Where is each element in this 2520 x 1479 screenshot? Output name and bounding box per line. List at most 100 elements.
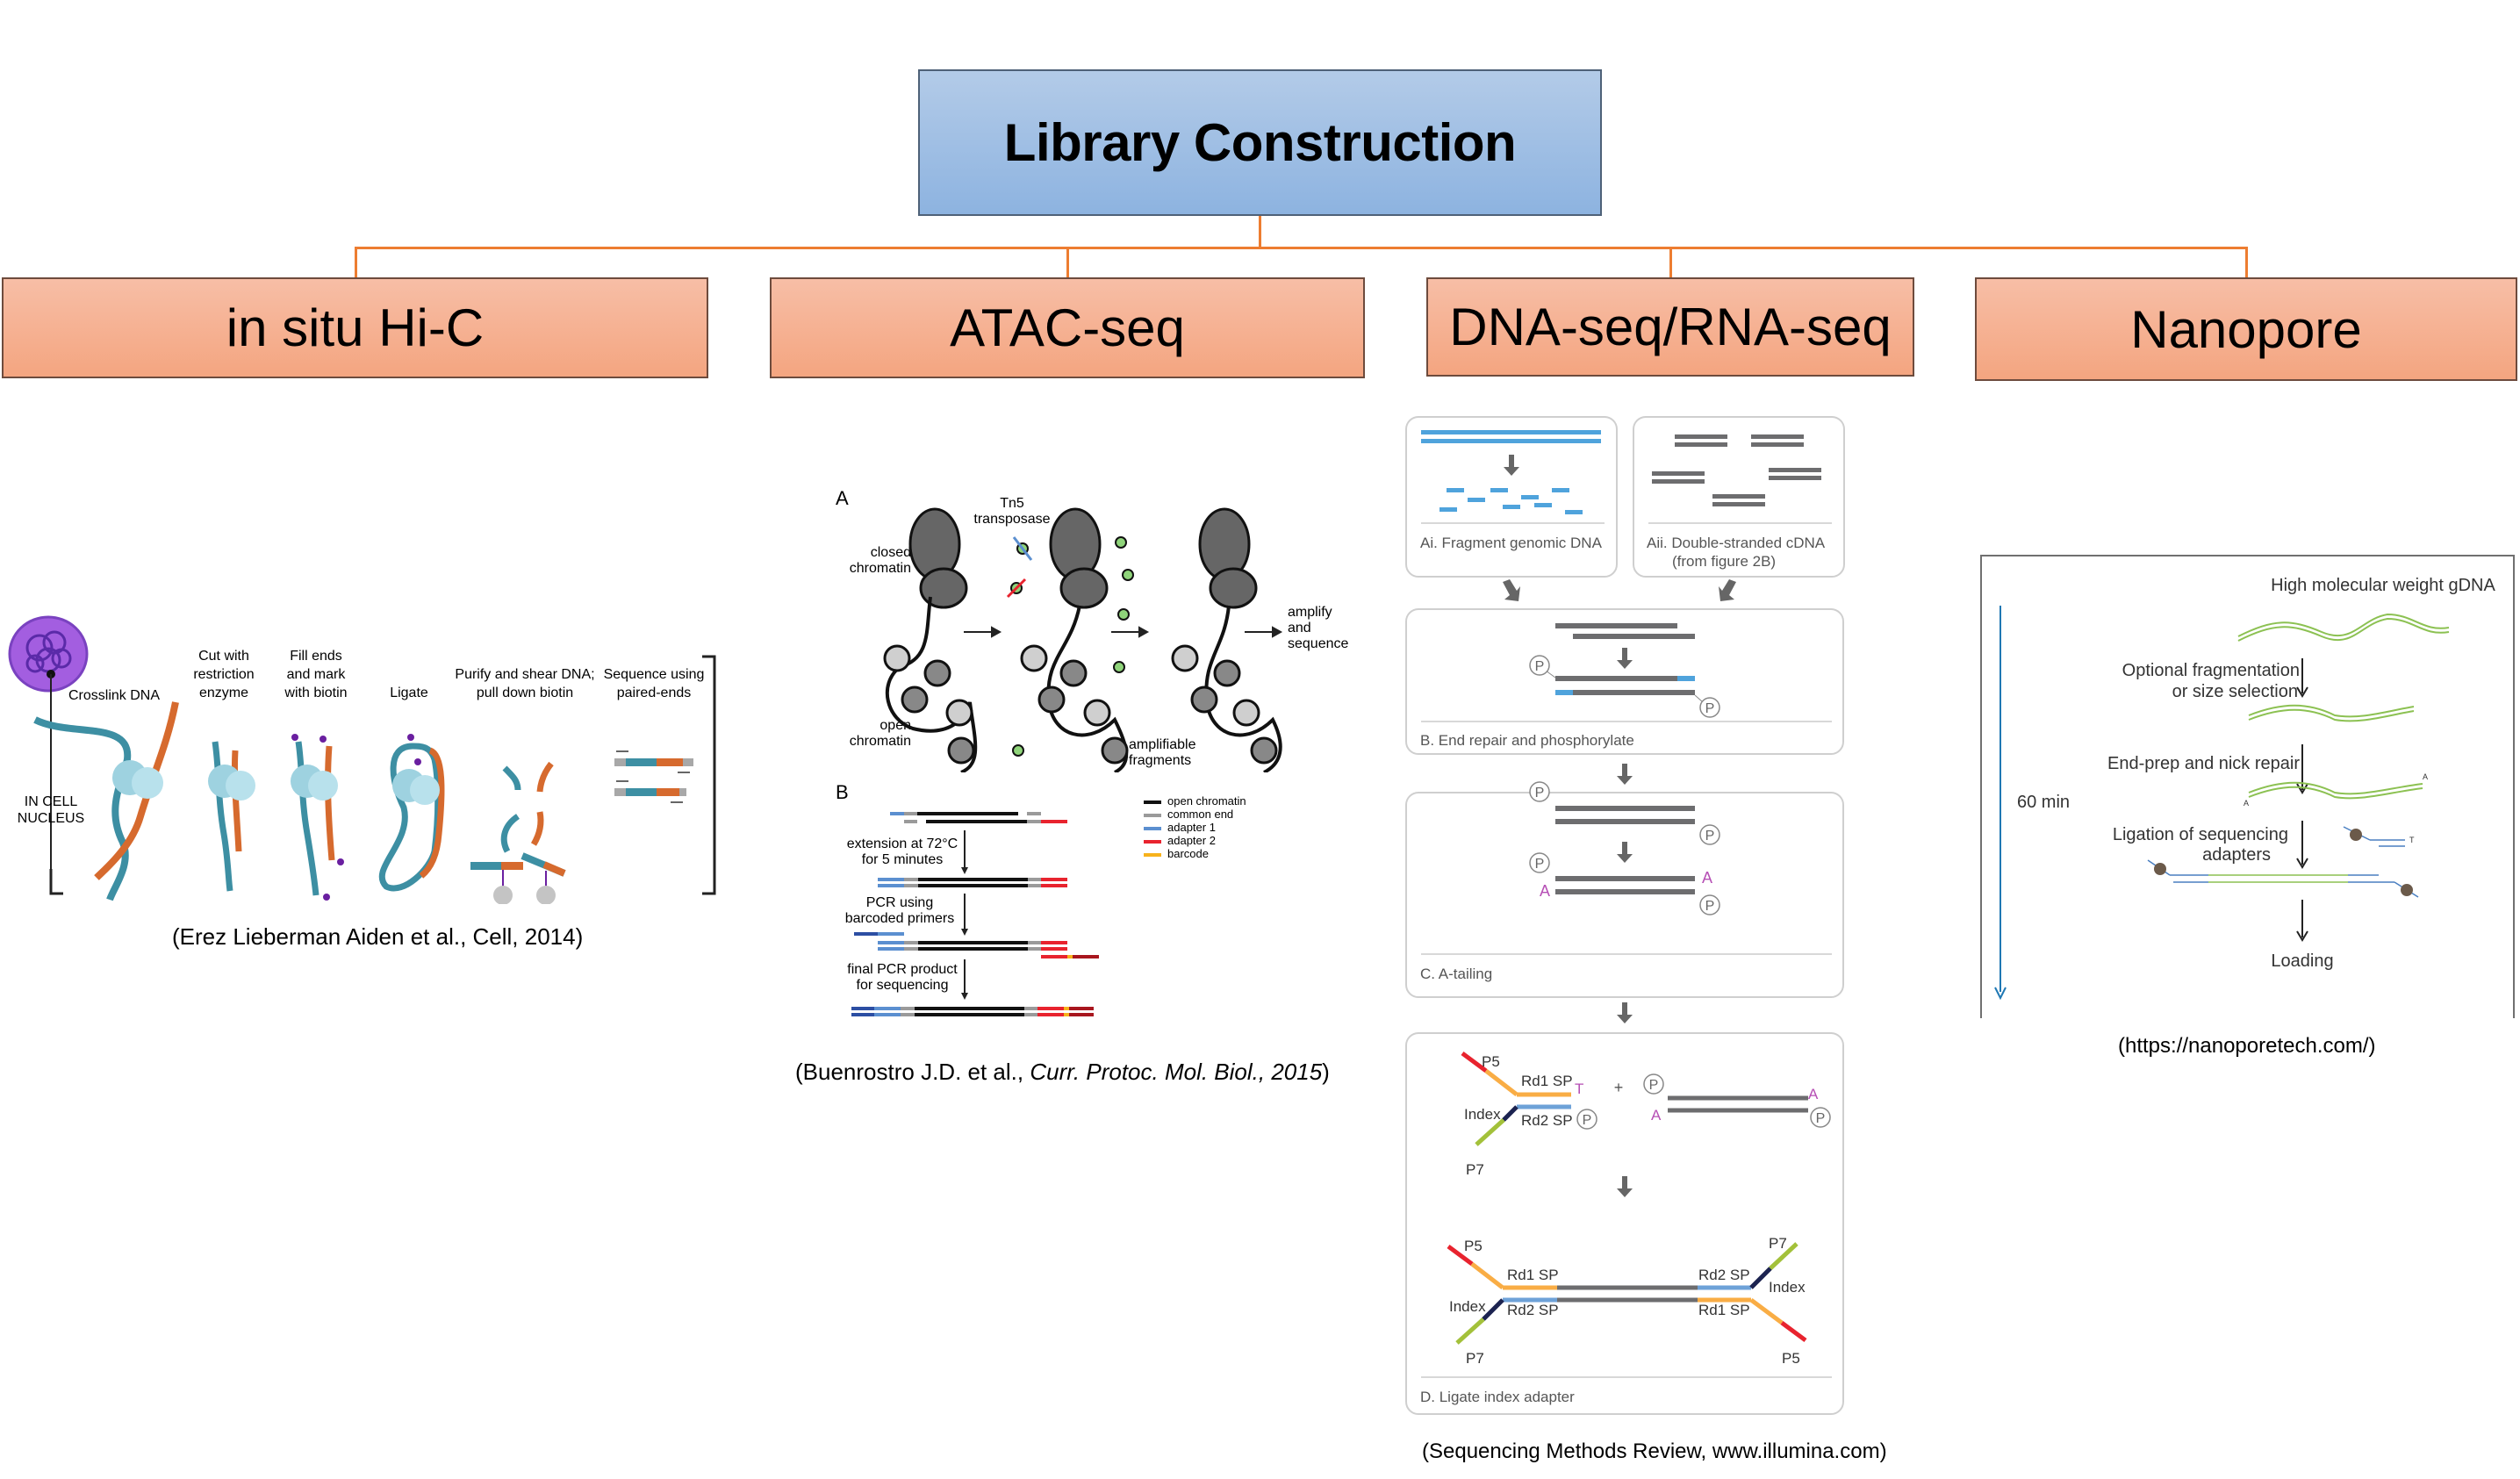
a-overhang-label: A	[2244, 799, 2249, 808]
a-tailing-icon: P P P P A A	[1529, 781, 1720, 915]
phosphate-icon: P	[1705, 701, 1715, 716]
phosphate-icon: P	[1649, 1078, 1659, 1093]
hic-step-label: Purify and shear DNA;	[455, 667, 594, 682]
step-label: adapters	[2202, 845, 2271, 865]
dna-fragment	[890, 812, 1067, 823]
legend-label: adapter 2	[1167, 834, 1216, 847]
p5-label: P5	[1782, 1350, 1800, 1367]
connector-trunk	[1259, 216, 1261, 248]
down-arrow-icon	[961, 894, 968, 936]
category-nanopore: Nanopore	[1975, 277, 2517, 381]
panel-caption: B. End repair and phosphorylate	[1420, 732, 1634, 749]
connector-dnaseq	[1669, 247, 1672, 278]
tn5-transposase-icon	[1006, 536, 1134, 757]
panel-caption: C. A-tailing	[1420, 966, 1492, 982]
phosphate-icon: P	[1816, 1111, 1826, 1126]
p7-label: P7	[1769, 1235, 1787, 1252]
dna-fragment	[851, 1007, 1094, 1016]
down-arrow-icon	[1617, 1002, 1633, 1023]
a-tail-label: A	[1808, 1086, 1819, 1102]
cut-enzyme-icon	[208, 741, 255, 892]
category-label: DNA-seq/RNA-seq	[1449, 298, 1892, 356]
tn5-label: Tn5	[1000, 496, 1024, 511]
legend-swatch	[1144, 840, 1161, 844]
legend-swatch	[1144, 814, 1161, 817]
down-arrow-icon	[961, 830, 968, 874]
down-arrow-icon	[2296, 658, 2308, 698]
category-label: ATAC-seq	[950, 298, 1185, 357]
gdna-strand	[2237, 613, 2450, 637]
category-label: in situ Hi-C	[226, 298, 485, 357]
step-label: End-prep and nick repair	[2107, 754, 2300, 773]
paired-end-reads-icon	[614, 750, 693, 803]
step-label: final PCR product	[847, 962, 958, 977]
primer	[854, 932, 878, 936]
p5-label: P5	[1482, 1053, 1500, 1070]
fragments-label: amplifiable	[1129, 737, 1196, 752]
rd1sp-label: Rd1 SP	[1507, 1267, 1559, 1283]
hic-step-label: Crosslink DNA	[68, 688, 160, 703]
index-adapter-icon	[1461, 1051, 1808, 1146]
hic-illustration: IN CELL NUCLEUS Crosslink DNA Cut with r…	[8, 615, 716, 904]
ligate-icon	[378, 734, 445, 892]
t-overhang-label: T	[1575, 1081, 1583, 1097]
dna-fragment	[878, 878, 1067, 887]
rd1sp-label: Rd1 SP	[1521, 1073, 1573, 1089]
panel-c	[1405, 792, 1844, 998]
category-hic: in situ Hi-C	[2, 277, 708, 378]
down-arrow-icon	[961, 959, 968, 1000]
down-arrow-icon	[2296, 900, 2308, 942]
panel-caption: Aii. Double-stranded cDNA	[1647, 535, 1826, 551]
legend-swatch	[1144, 801, 1161, 804]
connector-atac	[1066, 247, 1069, 278]
hic-step-label: Cut with	[198, 649, 249, 664]
title-box: Library Construction	[918, 69, 1602, 216]
nucleosome-icon	[883, 644, 1278, 765]
down-arrow-icon	[1617, 764, 1633, 785]
step-label: Loading	[2271, 951, 2333, 971]
genomic-dna-icon	[1421, 430, 1601, 514]
phosphate-icon: P	[1705, 829, 1715, 844]
hic-step-label: Ligate	[390, 686, 428, 700]
phosphate-icon: P	[1535, 659, 1545, 674]
rd1sp-label: Rd1 SP	[1698, 1302, 1750, 1318]
biotin-mark-icon	[291, 734, 344, 901]
open-chromatin-label: chromatin	[850, 734, 911, 749]
connector-nanopore	[2245, 247, 2248, 278]
step-label: Optional fragmentation	[2122, 661, 2300, 680]
phosphate-icon: P	[1705, 899, 1715, 914]
rd2sp-label: Rd2 SP	[1698, 1267, 1750, 1283]
legend-label: common end	[1167, 808, 1233, 821]
adapted-library-icon	[2147, 859, 2419, 898]
panel-caption: D. Ligate index adapter	[1420, 1389, 1575, 1405]
legend-label: open chromatin	[1167, 794, 1246, 808]
legend-swatch	[1144, 827, 1161, 830]
crosslink-dna-icon	[33, 701, 179, 901]
panel-label: B	[836, 781, 849, 803]
hic-step-label: restriction	[193, 667, 254, 682]
hic-step-label: pull down biotin	[477, 686, 573, 700]
a-tail-label: A	[1651, 1107, 1662, 1124]
purify-shear-icon	[470, 761, 566, 904]
hic-step-label: Sequence using	[604, 667, 705, 682]
panel-ai	[1405, 416, 1618, 578]
t-overhang-label: T	[2409, 836, 2415, 844]
index-label: Index	[1449, 1298, 1486, 1315]
hic-step-label: and mark	[287, 667, 347, 682]
a-tail-label: A	[1540, 882, 1550, 900]
nanopore-panel	[1980, 555, 2515, 1018]
atac-citation: (Buenrostro J.D. et al., Curr. Protoc. M…	[795, 1059, 1330, 1086]
amplify-label: and	[1288, 621, 1311, 635]
diagonal-arrow-icon	[1503, 579, 1736, 601]
hic-step-label: Fill ends	[290, 649, 342, 664]
citation-text: )	[1322, 1059, 1330, 1085]
panel-caption: (from figure 2B)	[1672, 553, 1776, 570]
a-tail-label: A	[1702, 869, 1712, 887]
connector-bar	[355, 247, 2248, 249]
closed-chromatin-icon	[908, 507, 1258, 609]
page-title: Library Construction	[1003, 113, 1517, 172]
panel-b	[1405, 608, 1844, 755]
end-repair-icon: P P	[1529, 623, 1720, 718]
phosphate-icon: P	[1535, 786, 1545, 801]
rd2sp-label: Rd2 SP	[1507, 1302, 1559, 1318]
